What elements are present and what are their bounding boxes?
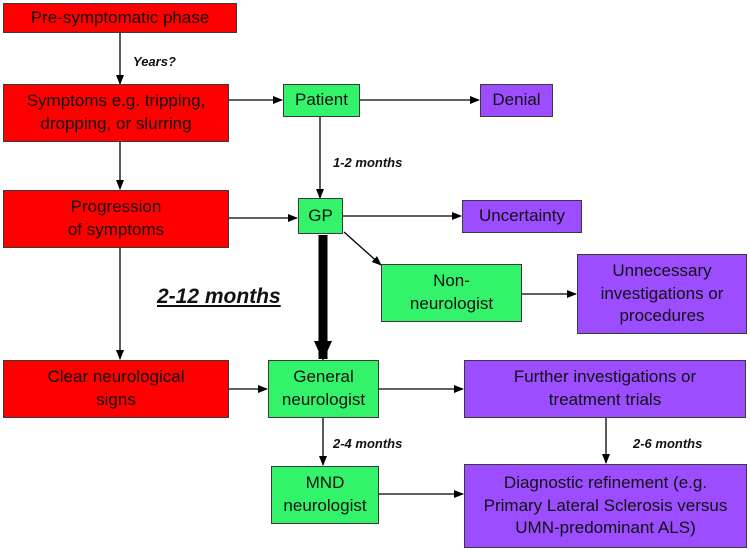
denial-box: Denial [480, 84, 553, 117]
pre-symptomatic-box: Pre-symptomatic phase [3, 3, 237, 33]
non-neurologist-box: Non- neurologist [381, 264, 522, 322]
uncertainty-box: Uncertainty [462, 200, 582, 233]
progression-box: Progression of symptoms [3, 190, 229, 248]
clear-signs-box: Clear neurological signs [3, 360, 229, 418]
diagnostic-refinement-box: Diagnostic refinement (e.g. Primary Late… [464, 464, 747, 548]
one-two-months-label: 1-2 months [333, 155, 403, 170]
years-label: Years? [133, 54, 176, 69]
two-twelve-months-label: 2-12 months [157, 285, 281, 308]
patient-box: Patient [283, 84, 360, 117]
two-six-months-label: 2-6 months [633, 436, 703, 451]
further-investigations-box: Further investigations or treatment tria… [464, 360, 746, 418]
gp-box: GP [298, 198, 343, 234]
arrow-gp-to-non-neurologist [343, 231, 382, 266]
mnd-neurologist-box: MND neurologist [271, 466, 379, 524]
symptoms-box: Symptoms e.g. tripping, dropping, or slu… [3, 84, 229, 142]
general-neurologist-box: General neurologist [268, 360, 379, 418]
two-four-months-label: 2-4 months [333, 436, 403, 451]
unnecessary-box: Unnecessary investigations or procedures [577, 254, 747, 334]
